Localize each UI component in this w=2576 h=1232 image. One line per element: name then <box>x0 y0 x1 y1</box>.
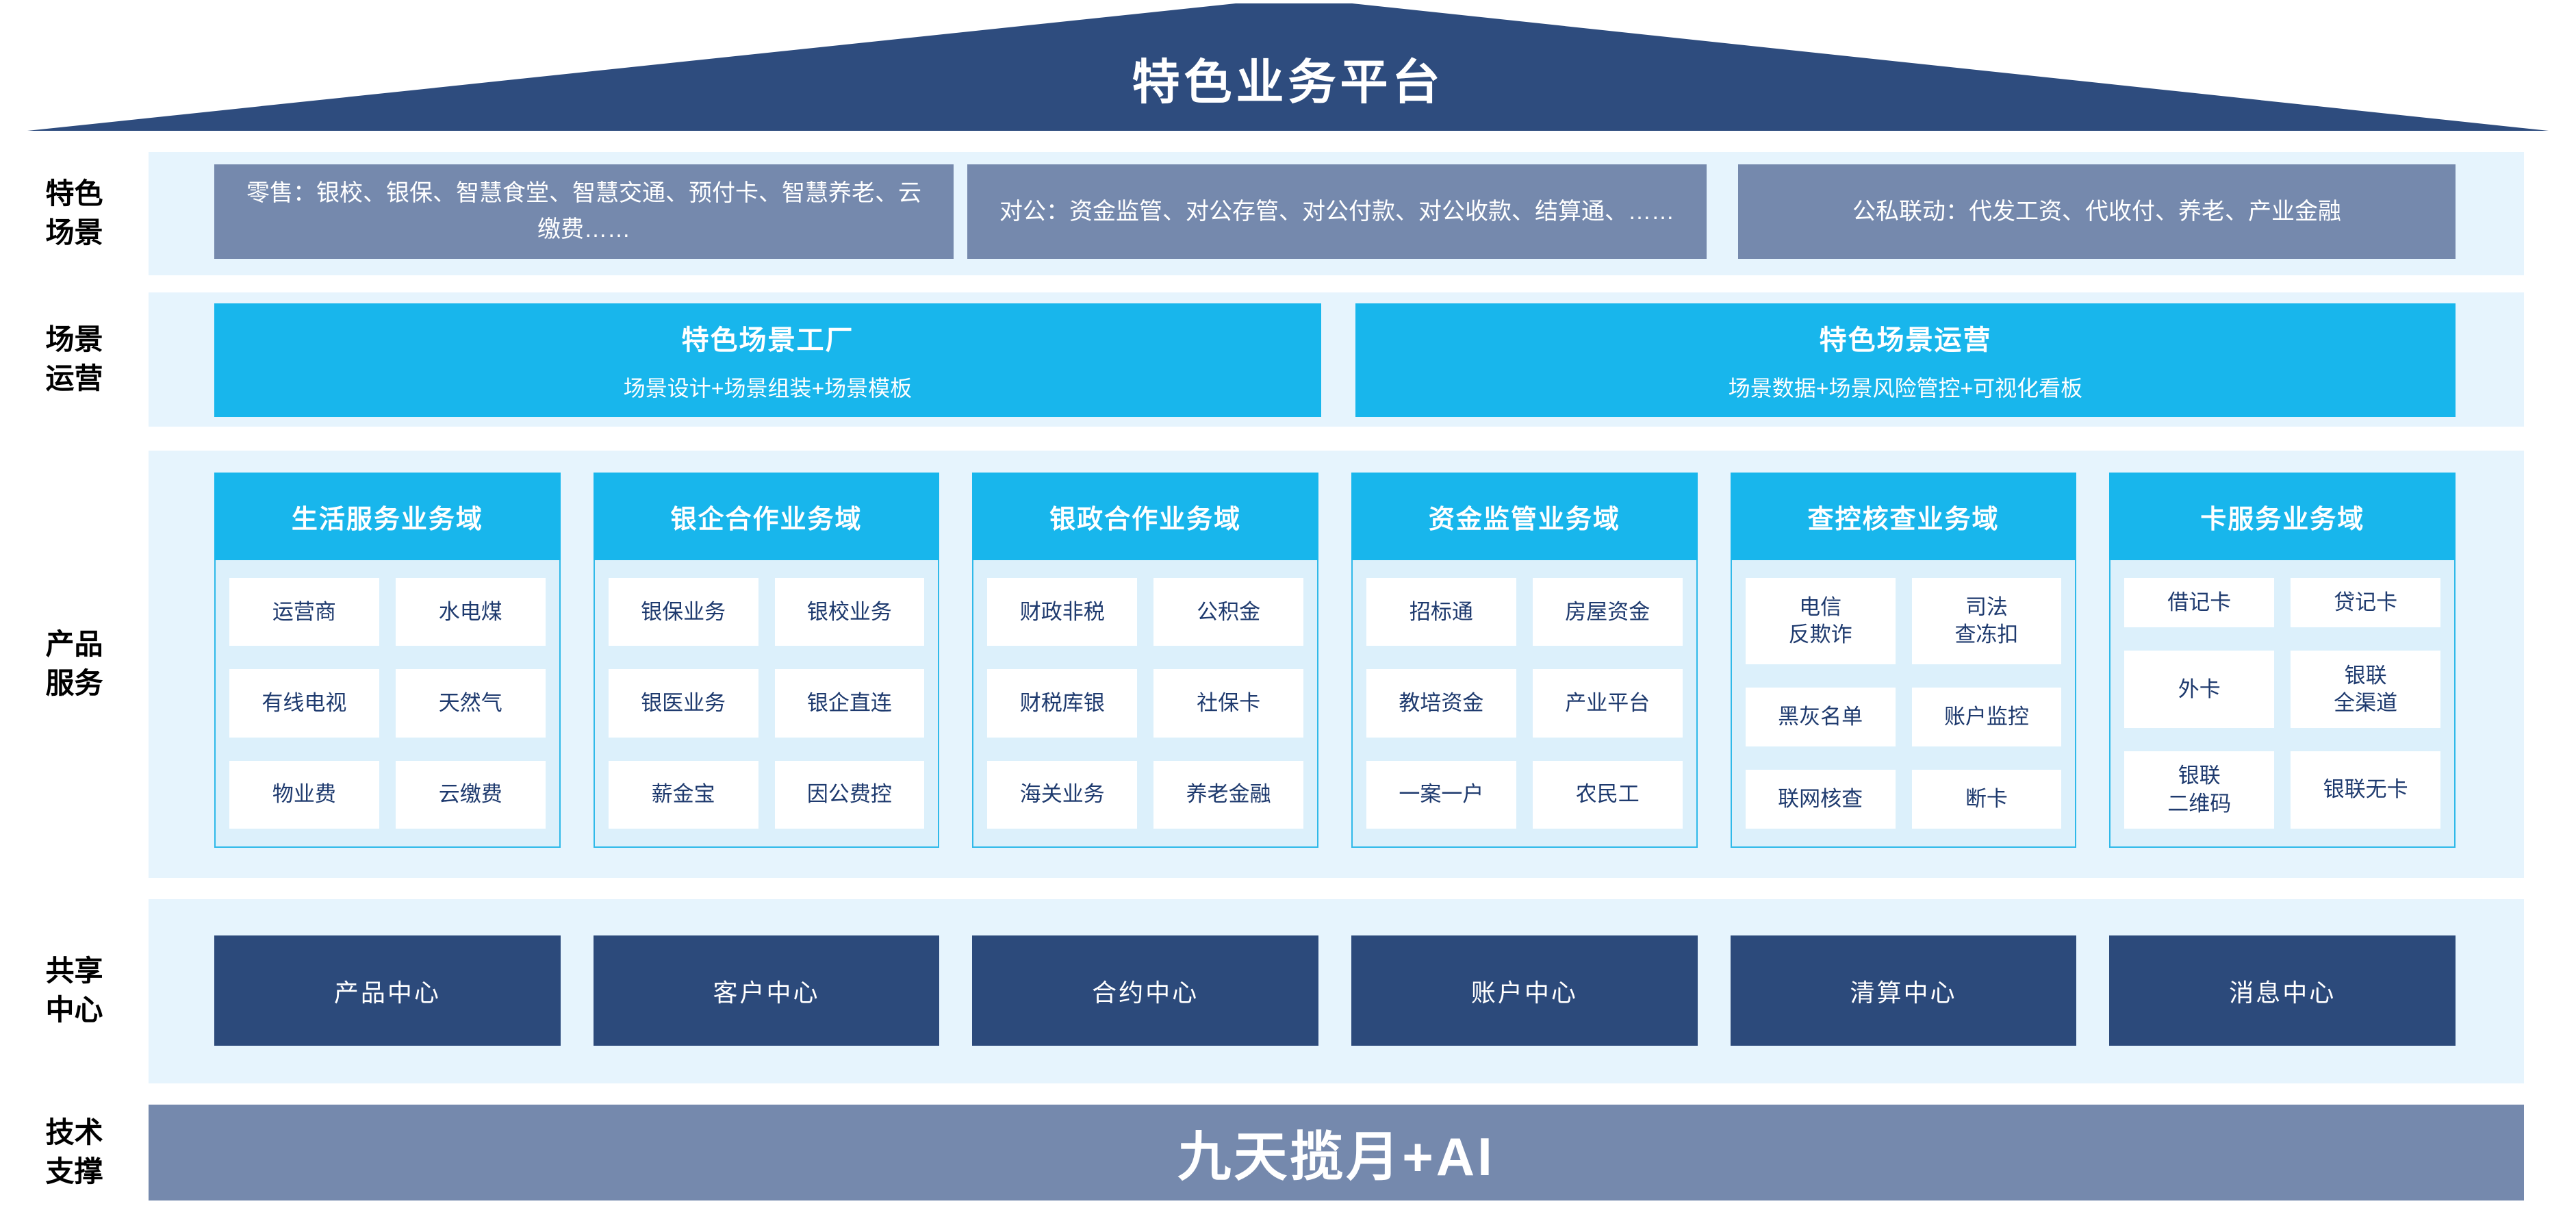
product-item: 贷记卡 <box>2291 578 2441 628</box>
product-column-card-services: 卡服务业务域 借记卡 贷记卡 外卡 银联 全渠道 银联 二维码 银联无卡 <box>2109 473 2456 848</box>
op-box-title: 特色场景工厂 <box>681 325 854 355</box>
row-label-tech: 技术 支撑 <box>45 1116 103 1187</box>
product-column-life-services: 生活服务业务域 运营商 水电煤 有线电视 天然气 物业费 云缴费 <box>214 473 561 848</box>
op-box-title: 特色场景运营 <box>1819 325 1992 355</box>
row-label-scenes: 特色 场景 <box>45 177 103 249</box>
product-item: 借记卡 <box>2124 578 2275 628</box>
product-item: 运营商 <box>229 578 379 646</box>
product-item: 一案一户 <box>1366 760 1516 829</box>
product-item: 银联 二维码 <box>2124 751 2275 829</box>
product-item: 薪金宝 <box>608 760 758 829</box>
product-item: 云缴费 <box>395 760 546 829</box>
product-item: 因公费控 <box>774 760 925 829</box>
product-column-body: 招标通 房屋资金 教培资金 产业平台 一案一户 农民工 <box>1351 560 1698 848</box>
product-item: 社保卡 <box>1153 669 1304 738</box>
product-item: 物业费 <box>229 760 379 829</box>
center-box-message: 消息中心 <box>2109 935 2456 1046</box>
product-item: 农民工 <box>1532 760 1683 829</box>
center-box-customer: 客户中心 <box>593 935 940 1046</box>
op-box-subtitle: 场景数据+场景风险管控+可视化看板 <box>1728 376 2083 401</box>
product-item: 黑灰名单 <box>1745 688 1896 747</box>
row-label-centers: 共享 中心 <box>45 955 103 1026</box>
center-box-contract: 合约中心 <box>972 935 1319 1046</box>
product-column-bank-government: 银政合作业务域 财政非税 公积金 财税库银 社保卡 海关业务 养老金融 <box>972 473 1319 848</box>
page-title: 特色业务平台 <box>1132 55 1444 109</box>
product-item: 养老金融 <box>1153 760 1304 829</box>
product-item: 银医业务 <box>608 669 758 738</box>
row-label-products: 产品 服务 <box>45 628 103 699</box>
product-item: 外卡 <box>2124 651 2275 729</box>
product-item: 财政非税 <box>987 578 1138 646</box>
op-box-subtitle: 场景设计+场景组装+场景模板 <box>623 376 913 401</box>
product-item: 有线电视 <box>229 669 379 738</box>
product-column-body: 运营商 水电煤 有线电视 天然气 物业费 云缴费 <box>214 560 561 848</box>
product-item: 海关业务 <box>987 760 1138 829</box>
operation-panel: 特色场景工厂 场景设计+场景组装+场景模板 特色场景运营 场景数据+场景风险管控… <box>149 292 2524 427</box>
product-item: 水电煤 <box>395 578 546 646</box>
product-item: 联网核查 <box>1745 770 1896 829</box>
product-column-body: 电信 反欺诈 司法 查冻扣 黑灰名单 账户监控 联网核查 断卡 <box>1730 560 2077 848</box>
product-column-body: 财政非税 公积金 财税库银 社保卡 海关业务 养老金融 <box>972 560 1319 848</box>
product-column-fund-supervision: 资金监管业务域 招标通 房屋资金 教培资金 产业平台 一案一户 农民工 <box>1351 473 1698 848</box>
product-item: 公积金 <box>1153 578 1304 646</box>
center-box-account: 账户中心 <box>1351 935 1698 1046</box>
op-box-scene-operation: 特色场景运营 场景数据+场景风险管控+可视化看板 <box>1355 303 2456 417</box>
product-item: 招标通 <box>1366 578 1516 646</box>
product-item: 电信 反欺诈 <box>1745 578 1896 665</box>
product-column-header: 银企合作业务域 <box>593 473 940 560</box>
op-box-scene-factory: 特色场景工厂 场景设计+场景组装+场景模板 <box>214 303 1321 417</box>
scene-box-retail: 零售：银校、银保、智慧食堂、智慧交通、预付卡、智慧养老、云缴费…… <box>214 164 954 259</box>
scene-box-corporate: 对公：资金监管、对公存管、对公付款、对公收款、结算通、…… <box>967 164 1707 259</box>
product-item: 银联无卡 <box>2291 751 2441 829</box>
product-item: 产业平台 <box>1532 669 1683 738</box>
product-column-bank-enterprise: 银企合作业务域 银保业务 银校业务 银医业务 银企直连 薪金宝 因公费控 <box>593 473 940 848</box>
roof-banner: 特色业务平台 <box>27 3 2549 131</box>
product-column-header: 卡服务业务域 <box>2109 473 2456 560</box>
product-column-header: 查控核查业务域 <box>1730 473 2077 560</box>
product-column-header: 生活服务业务域 <box>214 473 561 560</box>
product-item: 司法 查冻扣 <box>1911 578 2062 665</box>
product-item: 银保业务 <box>608 578 758 646</box>
center-box-product: 产品中心 <box>214 935 561 1046</box>
product-item: 断卡 <box>1911 770 2062 829</box>
tech-support-band: 九天揽月+AI <box>149 1105 2524 1200</box>
product-columns: 生活服务业务域 运营商 水电煤 有线电视 天然气 物业费 云缴费 银企合作业务域… <box>214 473 2456 848</box>
product-column-header: 资金监管业务域 <box>1351 473 1698 560</box>
centers-panel: 产品中心 客户中心 合约中心 账户中心 清算中心 消息中心 <box>149 899 2524 1083</box>
center-boxes: 产品中心 客户中心 合约中心 账户中心 清算中心 消息中心 <box>214 935 2456 1046</box>
product-item: 银校业务 <box>774 578 925 646</box>
scene-box-public-private: 公私联动：代发工资、代收付、养老、产业金融 <box>1738 164 2456 259</box>
product-item: 天然气 <box>395 669 546 738</box>
product-item: 教培资金 <box>1366 669 1516 738</box>
product-column-body: 借记卡 贷记卡 外卡 银联 全渠道 银联 二维码 银联无卡 <box>2109 560 2456 848</box>
product-column-check-verification: 查控核查业务域 电信 反欺诈 司法 查冻扣 黑灰名单 账户监控 联网核查 断卡 <box>1730 473 2077 848</box>
row-label-operation: 场景 运营 <box>45 323 103 394</box>
product-item: 财税库银 <box>987 669 1138 738</box>
product-column-header: 银政合作业务域 <box>972 473 1319 560</box>
center-box-clearing: 清算中心 <box>1730 935 2077 1046</box>
product-item: 银企直连 <box>774 669 925 738</box>
scenes-panel: 零售：银校、银保、智慧食堂、智慧交通、预付卡、智慧养老、云缴费…… 对公：资金监… <box>149 152 2524 275</box>
product-item: 账户监控 <box>1911 688 2062 747</box>
product-column-body: 银保业务 银校业务 银医业务 银企直连 薪金宝 因公费控 <box>593 560 940 848</box>
product-item: 银联 全渠道 <box>2291 651 2441 729</box>
products-panel: 生活服务业务域 运营商 水电煤 有线电视 天然气 物业费 云缴费 银企合作业务域… <box>149 451 2524 878</box>
product-item: 房屋资金 <box>1532 578 1683 646</box>
